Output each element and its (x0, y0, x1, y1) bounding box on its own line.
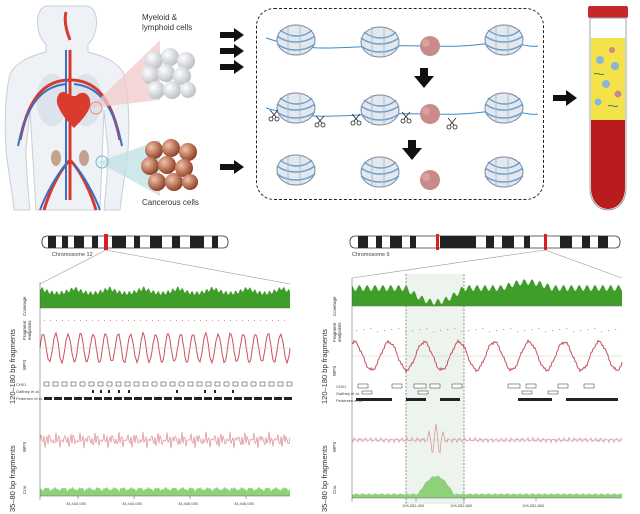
right-group-bottom-label: 35–80 bp fragments (320, 445, 329, 512)
nucleosome-diagram (265, 24, 539, 190)
left-wps-track (39, 330, 291, 365)
right-xtick-2: 104,282,800 (522, 503, 545, 508)
right-coverage-track (352, 279, 622, 306)
right-endpoint-dots (356, 328, 617, 333)
right-ann-2: Gaffney et al. (336, 391, 360, 396)
left-genome-panel: Chromosome 12 120–180 bp fragments 35–80… (0, 222, 322, 514)
right-genome-panel: Chromosome 9 120–180 bp fragments 35–80 … (320, 222, 640, 514)
right-short-wps-track (351, 424, 623, 455)
left-coverage-track (40, 286, 290, 308)
right-chromosome-label: Chromosome 9 (352, 252, 390, 258)
right-short-coverage-track (352, 475, 622, 498)
cancer-label: Cancerous cells (142, 198, 199, 207)
right-panel-graphics (349, 234, 623, 504)
left-annotation-tracks (43, 381, 293, 400)
input-arrows (220, 28, 244, 174)
nucleosome-process-box (256, 8, 544, 200)
left-ann-1: CH01 (16, 382, 27, 387)
left-xtick-1: 34,444,000 (122, 501, 143, 506)
left-chromosome-label: Chromosome 12 (52, 252, 93, 258)
right-group-top-label: 120–180 bp fragments (320, 328, 329, 404)
left-group-bottom-label: 35–80 bp fragments (8, 445, 17, 512)
right-chromosome-ideogram (349, 234, 621, 250)
right-wps-track (351, 339, 623, 374)
left-wps-label: WPS (22, 359, 27, 370)
myeloid-label: Myeloid & lymphoid cells (142, 13, 193, 32)
left-endpoints-label: Fragment endpoints (22, 320, 32, 340)
left-short-wps-track (39, 431, 291, 449)
left-ann-2: Gaffney et al. (16, 389, 40, 394)
right-annotation-tracks (356, 383, 618, 401)
human-body-illustration (4, 5, 130, 211)
blood-sample-tube (588, 6, 628, 211)
callout-cones (90, 40, 160, 196)
right-wps-bottom-label: WPS (332, 441, 337, 452)
left-cov-label: Cov. (22, 485, 27, 494)
right-xtick-1: 104,282,600 (450, 503, 473, 508)
left-short-coverage-track (40, 487, 290, 496)
left-xtick-0: 34,443,000 (66, 501, 87, 506)
myeloid-cell-cluster (141, 48, 196, 99)
right-ann-3: Pedersen et al. (336, 398, 363, 403)
cancer-cell-cluster (141, 139, 198, 191)
left-endpoint-dots (44, 320, 285, 321)
right-cov-label: Cov. (332, 485, 337, 494)
left-wps-bottom-label: WPS (22, 441, 27, 452)
left-xtick-3: 34,446,000 (234, 501, 255, 506)
left-chromosome-ideogram (41, 234, 229, 250)
left-ann-3: Pedersen et al. (16, 396, 43, 401)
right-wps-label: WPS (332, 365, 337, 376)
right-endpoints-label: Fragment endpoints (332, 322, 342, 342)
left-xtick-2: 34,445,000 (178, 501, 199, 506)
right-xtick-0: 104,282,400 (402, 503, 425, 508)
left-panel-graphics (39, 234, 293, 500)
right-ann-1: CH01 (336, 384, 347, 389)
output-arrow (553, 90, 577, 106)
